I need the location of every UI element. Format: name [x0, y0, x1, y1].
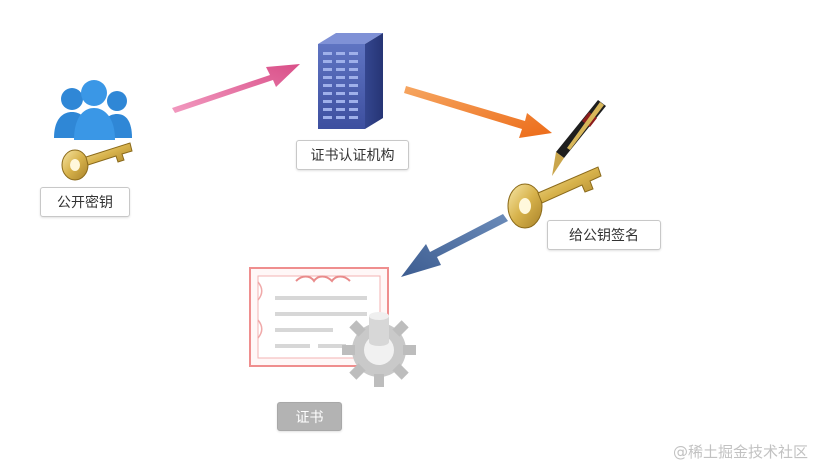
- users-icon: [54, 80, 132, 140]
- gear-icon: [342, 312, 416, 387]
- arrow-to-ca: [172, 64, 300, 113]
- pen-icon: [552, 100, 606, 176]
- arrow-to-certificate: [401, 214, 508, 277]
- arrow-to-sign: [404, 86, 552, 138]
- key-icon: [507, 166, 602, 229]
- sign-public-key-label: 给公钥签名: [547, 220, 661, 250]
- certificate-label: 证书: [277, 402, 342, 431]
- public-key-label: 公开密钥: [40, 187, 130, 217]
- watermark: @稀土掘金技术社区: [672, 443, 808, 461]
- key-icon: [61, 142, 133, 181]
- server-icon: [318, 33, 383, 129]
- certificate-authority-label: 证书认证机构: [296, 140, 409, 170]
